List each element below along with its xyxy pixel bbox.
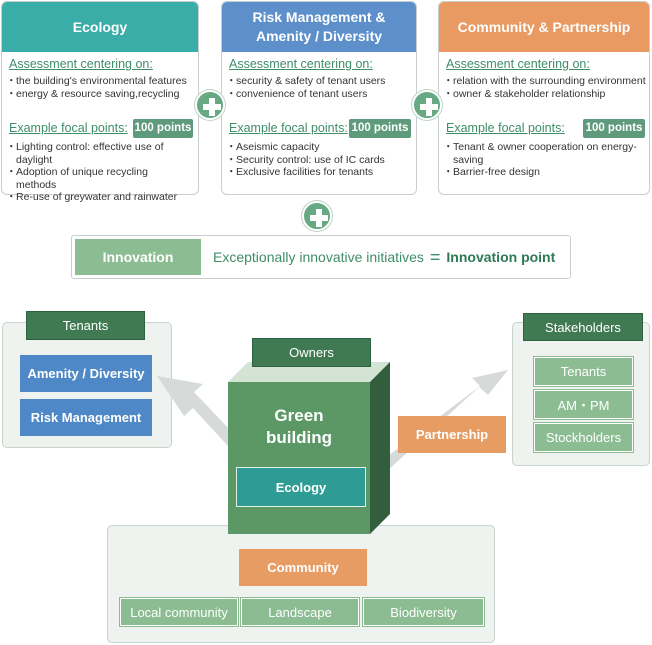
plus-icon: [302, 201, 332, 231]
risk-focal-label: Example focal points:: [229, 121, 348, 135]
tenants-title: Tenants: [26, 311, 145, 340]
ecology-card-title: Ecology: [2, 2, 198, 52]
innovation-label: Innovation: [75, 239, 201, 275]
innovation-bar: Innovation Exceptionally innovative init…: [71, 235, 571, 279]
risk-card: Risk Management & Amenity / Diversity As…: [221, 1, 417, 195]
list-item: convenience of tenant users: [226, 88, 415, 101]
innovation-statement: Exceptionally innovative initiatives = I…: [213, 239, 555, 275]
ecology-core-box: Ecology: [236, 467, 366, 507]
building-top-face: [228, 362, 390, 382]
ecology-focal-list: Lighting control: effective use of dayli…: [6, 141, 179, 204]
ecology-card: Ecology Assessment centering on: the bui…: [1, 1, 199, 203]
ecology-points-badge: 100 points: [133, 119, 193, 138]
stakeholder-tenants: Tenants: [533, 356, 634, 387]
stakeholder-am-pm: AM・PM: [533, 389, 634, 420]
building-side-face: [370, 362, 390, 534]
community-card: Community & Partnership Assessment cente…: [438, 1, 650, 195]
ecology-assessment-list: the building's environmental features en…: [6, 75, 197, 101]
partnership-box: Partnership: [398, 416, 506, 453]
local-community-box: Local community: [119, 597, 239, 627]
ecology-focal-label: Example focal points:: [9, 121, 128, 135]
list-item: the building's environmental features: [6, 75, 197, 88]
stakeholder-stockholders: Stockholders: [533, 422, 634, 453]
list-item: owner & stakeholder relationship: [443, 88, 649, 101]
list-item: relation with the surrounding environmen…: [443, 75, 649, 88]
community-focal-list: Tenant & owner cooperation on energy-sav…: [443, 141, 642, 179]
risk-points-badge: 100 points: [349, 119, 411, 138]
list-item: Tenant & owner cooperation on energy-sav…: [443, 141, 642, 166]
community-assessment-list: relation with the surrounding environmen…: [443, 75, 649, 101]
list-item: Re-use of greywater and rainwater: [6, 191, 179, 204]
plus-icon: [195, 90, 225, 120]
list-item: Barrier-free design: [443, 166, 642, 179]
list-item: security & safety of tenant users: [226, 75, 415, 88]
list-item: Adoption of unique recycling methods: [6, 166, 179, 191]
community-card-title: Community & Partnership: [439, 2, 649, 52]
list-item: Security control: use of IC cards: [226, 154, 415, 167]
risk-management-box: Risk Management: [20, 399, 152, 436]
community-assessment-label: Assessment centering on:: [446, 57, 590, 71]
building-front-face: [228, 382, 370, 534]
biodiversity-box: Biodiversity: [362, 597, 485, 627]
risk-assessment-list: security & safety of tenant users conven…: [226, 75, 415, 101]
risk-card-title: Risk Management & Amenity / Diversity: [222, 2, 416, 52]
risk-focal-list: Aseismic capacity Security control: use …: [226, 141, 415, 179]
innovation-result: Innovation point: [446, 249, 556, 265]
owners-title: Owners: [252, 338, 371, 367]
arrow-to-tenants: [157, 376, 232, 446]
list-item: Aseismic capacity: [226, 141, 415, 154]
green-building-title: Green building: [265, 406, 333, 447]
community-focal-label: Example focal points:: [446, 121, 565, 135]
community-points-badge: 100 points: [583, 119, 645, 138]
plus-icon: [412, 90, 442, 120]
equals-sign: =: [429, 246, 441, 267]
amenity-diversity-box: Amenity / Diversity: [20, 355, 152, 392]
innovation-text: Exceptionally innovative initiatives: [213, 249, 424, 265]
list-item: Exclusive facilities for tenants: [226, 166, 415, 179]
list-item: Lighting control: effective use of dayli…: [6, 141, 179, 166]
landscape-box: Landscape: [240, 597, 360, 627]
community-title: Community: [239, 549, 367, 586]
ecology-assessment-label: Assessment centering on:: [9, 57, 153, 71]
risk-assessment-label: Assessment centering on:: [229, 57, 373, 71]
stakeholders-title: Stakeholders: [523, 313, 643, 341]
list-item: energy & resource saving,recycling: [6, 88, 197, 101]
